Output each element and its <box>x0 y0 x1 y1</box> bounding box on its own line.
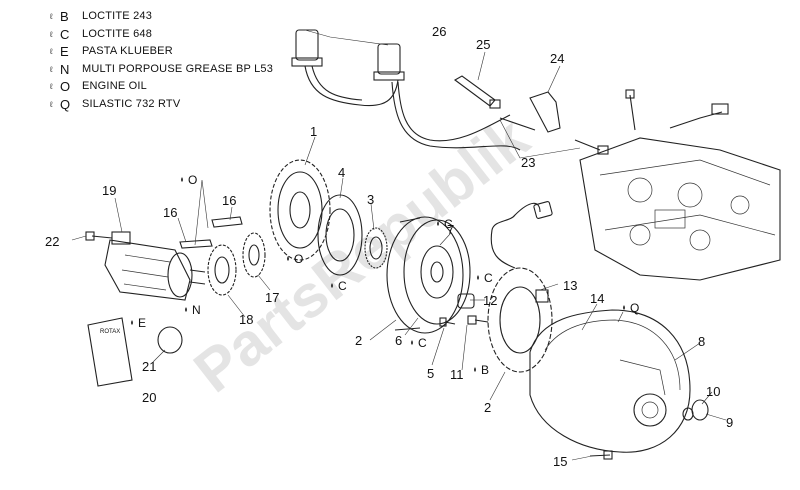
leader-lines <box>71 29 727 461</box>
callout-10: 10 <box>706 384 720 399</box>
drop-icon: ℓ <box>50 64 53 74</box>
drop-icon <box>411 340 413 345</box>
cover-screw <box>589 450 613 460</box>
callout-7: 7 <box>447 222 454 237</box>
legend-code: O <box>60 79 71 94</box>
stator <box>467 201 553 373</box>
starter-gear <box>269 159 331 261</box>
callout-25: 25 <box>476 37 490 52</box>
generator-cover <box>529 309 691 453</box>
freewheel <box>317 194 363 276</box>
callout-12: 12 <box>483 293 497 308</box>
drop-icon <box>181 177 183 182</box>
callout-22: 22 <box>45 234 59 249</box>
callout-19: 19 <box>102 183 116 198</box>
marker-n: N <box>192 303 201 317</box>
legend-code: E <box>60 44 69 59</box>
legend-description: PASTA KLUEBER <box>82 45 173 57</box>
legend-description: ENGINE OIL <box>82 80 147 92</box>
callout-6: 6 <box>395 333 402 348</box>
legend-code: B <box>60 9 69 24</box>
legend-description: LOCTITE 243 <box>82 10 153 22</box>
drop-icon <box>477 275 479 280</box>
callout-16: 16 <box>222 193 236 208</box>
callout-11: 11 <box>450 367 464 382</box>
drop-icon <box>131 320 133 325</box>
callout-2: 2 <box>355 333 362 348</box>
callout-8: 8 <box>698 334 705 349</box>
legend-description: LOCTITE 648 <box>82 27 153 40</box>
callout-3: 3 <box>367 192 374 207</box>
cover-plug <box>682 399 709 421</box>
intermediate-gears <box>207 232 266 296</box>
bolts <box>439 293 475 327</box>
lubricant-markers: O O C C C C E N B Q <box>131 173 639 377</box>
callout-18: 18 <box>239 312 253 327</box>
needle-bearing <box>364 227 388 269</box>
marker-b: B <box>481 363 489 377</box>
drop-icon <box>474 367 476 372</box>
callout-14: 14 <box>590 291 604 306</box>
drop-icon: ℓ <box>50 99 53 109</box>
marker-q: Q <box>630 301 639 315</box>
callout-21: 21 <box>142 359 156 374</box>
drop-icon <box>623 305 625 310</box>
drop-icon: ℓ <box>50 82 53 91</box>
flywheel-rotor <box>386 216 471 334</box>
drop-icon: ℓ <box>50 12 53 21</box>
o-ring <box>157 326 183 354</box>
callout-9: 9 <box>726 415 733 430</box>
callout-17: 17 <box>265 290 279 305</box>
callout-5: 5 <box>427 366 434 381</box>
marker-c: C <box>338 279 347 293</box>
callout-numbers: 1 2 2 3 4 5 6 7 8 9 10 11 12 13 14 15 16… <box>45 24 733 469</box>
legend-code: C <box>60 26 70 42</box>
callout-4: 4 <box>338 165 345 180</box>
callout-26: 26 <box>432 24 446 39</box>
legend-code: N <box>60 61 70 77</box>
marker-o: O <box>294 252 303 266</box>
legend-description: MULTI PORPOUSE GREASE BP L53 <box>82 62 274 75</box>
drop-icon <box>185 307 187 312</box>
manual-label: ROTAX <box>100 329 120 335</box>
marker-e: E <box>138 316 146 330</box>
drop-icon: ℓ <box>50 47 53 56</box>
drop-icon <box>331 283 333 288</box>
drop-icon <box>437 221 439 226</box>
ignition-coils <box>291 29 521 151</box>
callout-2: 2 <box>484 400 491 415</box>
callout-24: 24 <box>550 51 564 66</box>
drop-icon: ℓ <box>50 29 53 39</box>
callout-13: 13 <box>563 278 577 293</box>
spark-plug-caps <box>453 75 609 155</box>
starter-motor <box>85 231 206 301</box>
cylinder-head <box>579 89 781 281</box>
legend-description: SILASTIC 732 RTV <box>82 97 181 110</box>
pins <box>179 216 243 249</box>
callout-20: 20 <box>142 390 156 405</box>
marker-o: O <box>188 173 197 187</box>
service-manual: ROTAX <box>87 317 133 387</box>
legend-code: Q <box>60 96 71 112</box>
marker-c: C <box>444 217 453 231</box>
callout-1: 1 <box>310 124 317 139</box>
marker-c: C <box>484 271 493 285</box>
callout-16: 16 <box>163 205 177 220</box>
watermark: PartsRepublik <box>182 104 542 406</box>
callout-15: 15 <box>553 454 567 469</box>
marker-c: C <box>418 336 427 350</box>
callout-23: 23 <box>521 155 535 170</box>
drop-icon <box>287 256 289 261</box>
